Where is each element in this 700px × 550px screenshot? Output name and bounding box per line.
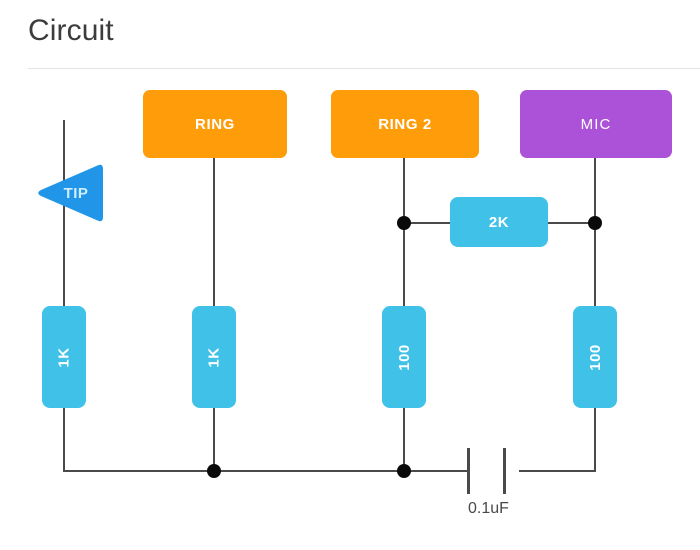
node-ring2-bias [397,216,411,230]
port-mic[interactable]: MIC [520,90,672,158]
port-ring2-label: RING 2 [378,115,432,133]
resistor-mic-100[interactable]: 100 [573,306,617,408]
header-divider [28,68,700,69]
resistor-ring2-100-label: 100 [395,343,413,371]
triangle-left-icon [38,164,103,222]
resistor-2k[interactable]: 2K [450,197,548,247]
wire-ring2-vertical-top [403,158,405,370]
resistor-tip-1k-label: 1K [55,346,73,368]
wire-2k-to-mic [546,222,596,224]
capacitor-plate-left [467,448,470,494]
wire-ring2-vertical-bottom [403,406,405,472]
resistor-mic-100-label: 100 [586,343,604,371]
page-header: Circuit [0,0,700,69]
wire-tip-vertical-top [63,120,65,370]
circuit-canvas: TIP RING RING 2 MIC 2K 1K 1K 100 100 [0,68,700,550]
port-ring-label: RING [195,115,235,133]
page-title: Circuit [28,14,114,47]
capacitor-label: 0.1uF [468,500,509,517]
port-ring[interactable]: RING [143,90,287,158]
resistor-2k-label: 2K [488,213,510,231]
wire-bottom-rail-right [519,470,596,472]
capacitor-plate-right [503,448,506,494]
wire-ring2-to-2k [403,222,453,224]
wire-bottom-rail-left [63,470,468,472]
wire-tip-vertical-bottom [63,406,65,472]
resistor-ring2-100[interactable]: 100 [382,306,426,408]
resistor-tip-1k[interactable]: 1K [42,306,86,408]
port-ring2[interactable]: RING 2 [331,90,479,158]
port-tip[interactable]: TIP [33,161,105,225]
port-mic-label: MIC [580,115,612,133]
node-ground-ring2 [397,464,411,478]
wire-mic-vertical-top [594,158,596,370]
node-mic-bias [588,216,602,230]
wire-mic-vertical-bottom [594,406,596,472]
wire-ring-vertical-bottom [213,406,215,472]
node-ground-ring [207,464,221,478]
wire-ring-vertical-top [213,158,215,370]
resistor-ring-1k[interactable]: 1K [192,306,236,408]
resistor-ring-1k-label: 1K [205,346,223,368]
